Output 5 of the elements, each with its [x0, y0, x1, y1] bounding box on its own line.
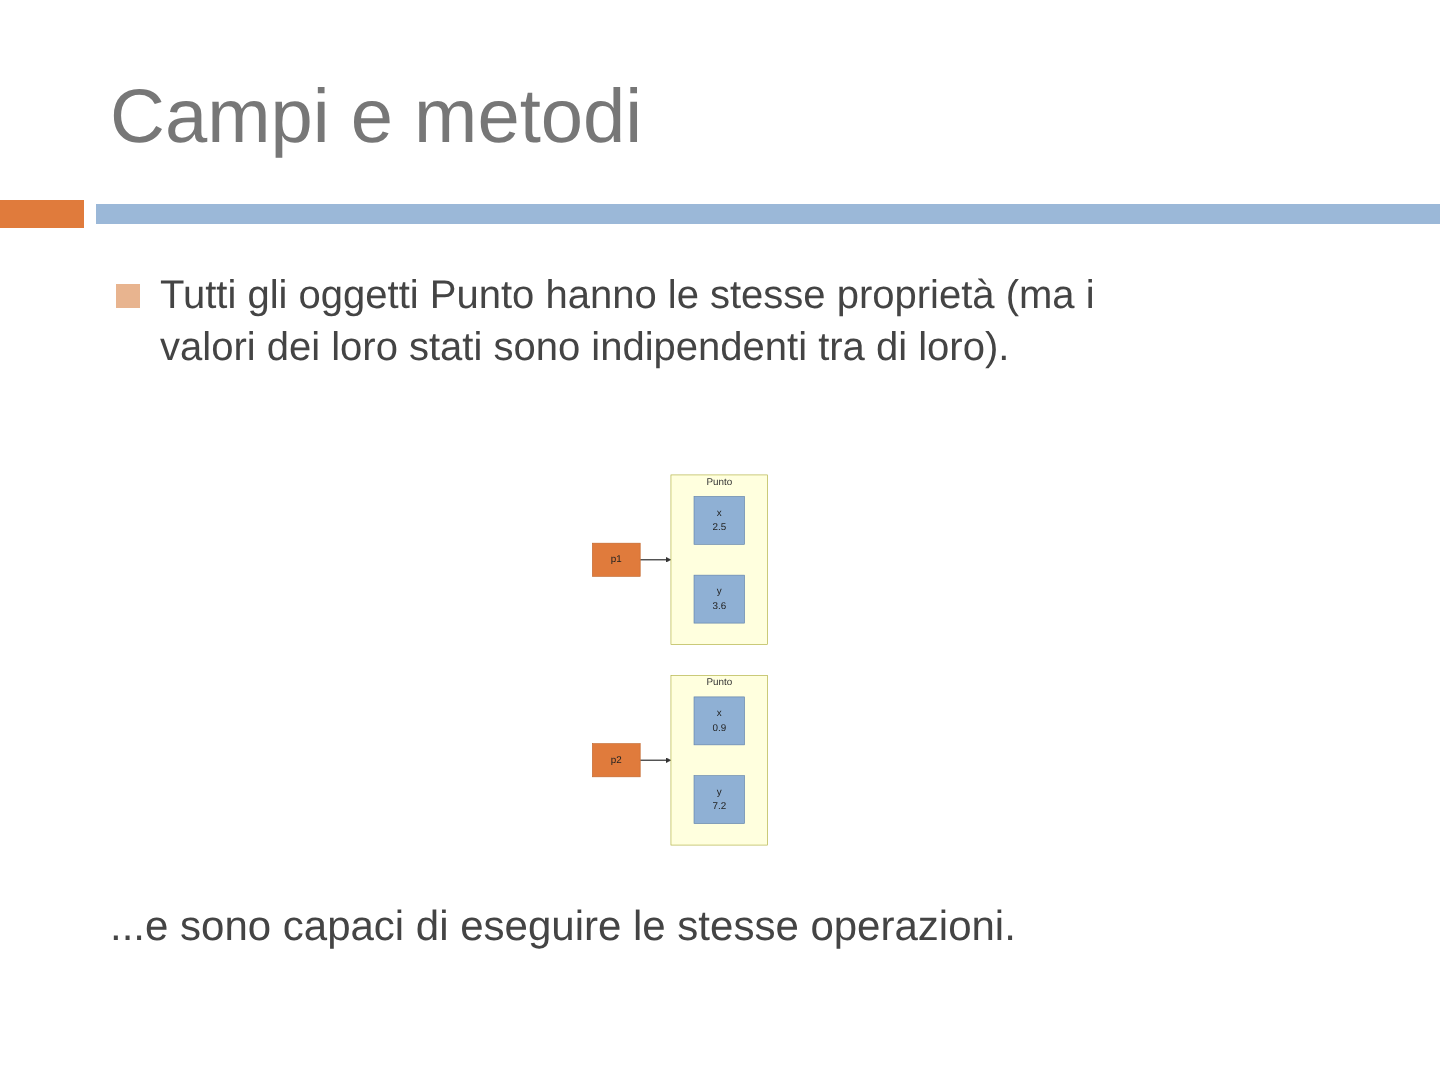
note-text: ...e sono capaci di eseguire le stesse operazioni.	[110, 904, 1016, 952]
slide-title: Campi e metodi	[110, 76, 643, 162]
bullet-text: Tutti gli oggetti Punto hanno le stesse proprietà (ma i valori dei loro stati sono indipendenti tra di loro).	[160, 272, 1097, 374]
arrow	[639, 757, 672, 763]
arrow	[639, 557, 672, 563]
